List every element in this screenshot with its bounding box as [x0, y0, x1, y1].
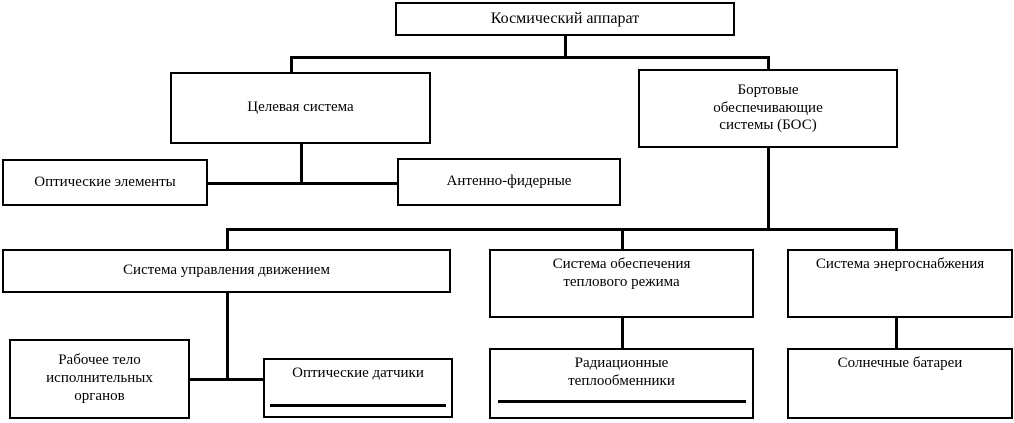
underline-u-optical-sensors: [270, 404, 446, 407]
connector-c-thermal-drop: [621, 228, 624, 250]
node-spacecraft[interactable]: Космический аппарат: [395, 2, 735, 36]
node-label-target-system: Целевая система: [247, 99, 354, 116]
node-optical-sensors[interactable]: Оптические датчики: [263, 358, 453, 418]
connector-c-target-down: [300, 144, 303, 184]
node-label-onboard-support-systems: Бортовые обеспечивающие системы (БОС): [713, 81, 823, 134]
node-label-motion-control-system: Система управления движением: [123, 262, 330, 279]
node-actuator-working-body[interactable]: Рабочее тело исполнительных органов: [9, 339, 190, 419]
node-label-spacecraft: Космический аппарат: [490, 9, 640, 27]
node-label-actuator-working-body: Рабочее тело исполнительных органов: [46, 352, 153, 404]
node-target-system[interactable]: Целевая система: [170, 72, 431, 144]
connector-c-bos-down: [767, 148, 770, 229]
node-label-power-supply-system: Система энергоснабжения: [815, 256, 985, 272]
node-onboard-support-systems[interactable]: Бортовые обеспечивающие системы (БОС): [638, 69, 898, 148]
node-label-antenna-feeder: Антенно-фидерные: [446, 173, 572, 190]
connector-c-power-drop: [895, 228, 898, 250]
node-label-optical-sensors: Оптические датчики: [292, 365, 424, 381]
connector-c-motion-down: [226, 293, 229, 379]
node-radiative-heat-exchangers[interactable]: Радиационные теплообменники: [489, 348, 754, 419]
connector-c-level2-left-bus: [207, 182, 398, 185]
node-antenna-feeder[interactable]: Антенно-фидерные: [397, 158, 621, 206]
underline-u-heat-exchangers: [498, 400, 746, 403]
connector-c-bos-drop: [767, 56, 770, 70]
connector-c-level1-bus: [290, 56, 769, 59]
node-optical-elements[interactable]: Оптические элементы: [2, 159, 208, 206]
node-motion-control-system[interactable]: Система управления движением: [2, 249, 451, 293]
node-solar-panels[interactable]: Солнечные батареи: [787, 348, 1013, 419]
node-label-optical-elements: Оптические элементы: [34, 173, 176, 190]
connector-c-target-drop: [290, 56, 293, 73]
connector-c-thermal-down: [621, 317, 624, 349]
node-label-radiative-heat-exchangers: Радиационные теплообменники: [568, 355, 675, 389]
node-thermal-control-system[interactable]: Система обеспечения теплового режима: [489, 249, 754, 318]
connector-c-level3-left-bus: [189, 378, 265, 381]
connector-c-motion-drop: [226, 228, 229, 250]
connector-c-power-down: [895, 317, 898, 349]
node-label-thermal-control-system: Система обеспечения теплового режима: [552, 256, 691, 290]
node-label-solar-panels: Солнечные батареи: [837, 355, 963, 371]
connector-c-bos-bus: [226, 228, 896, 231]
connector-c-root-drop: [564, 36, 567, 57]
node-power-supply-system[interactable]: Система энергоснабжения: [787, 249, 1013, 318]
